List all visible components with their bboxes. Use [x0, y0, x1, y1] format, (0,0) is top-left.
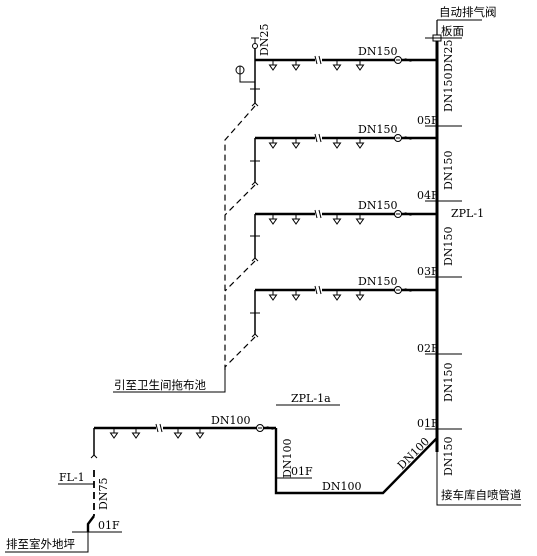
riser-zpl-1 — [432, 19, 482, 452]
zpl-1a-label: ZPL-1a — [291, 392, 331, 405]
auto-vent-valve-label: 自动排气阀 — [439, 5, 497, 19]
branch-dn150-label: DN150 — [358, 199, 397, 212]
branch-dn150-label: DN150 — [358, 45, 397, 58]
riser-dn150-label: DN150 — [442, 227, 455, 266]
outdoor-label: 排至室外地坪 — [6, 537, 75, 551]
branch-05f — [250, 133, 437, 186]
mop-sink-leader — [113, 370, 226, 393]
roof-label: 板面 — [441, 24, 464, 38]
branch-roof — [235, 37, 437, 107]
dn100-branch-label: DN100 — [211, 414, 250, 427]
dn25-branch-label: DN25 — [258, 24, 271, 56]
branch-dn150-label: DN150 — [358, 123, 397, 136]
dn25-vent-label: DN25 — [442, 40, 455, 72]
branch-03f — [250, 285, 437, 338]
floor-label-01f-zpl1a: 01F — [291, 465, 313, 478]
branch-dn150-label: DN150 — [358, 275, 397, 288]
riser-dn150-label: DN150 — [442, 73, 455, 112]
dn100-branch — [90, 423, 276, 459]
riser-dn150-label: DN150 — [442, 437, 455, 476]
mop-sink-label: 引至卫生间拖布池 — [114, 378, 206, 392]
garage-sprinkler-label: 接车库自喷管道 — [441, 488, 522, 502]
floor-label-02f: 02F — [417, 342, 439, 355]
dn100-vertical-label: DN100 — [281, 439, 294, 478]
floor-label-03f: 03F — [417, 265, 439, 278]
outdoor-leader — [5, 532, 89, 553]
floor-level-ticks — [425, 37, 462, 430]
riser-dn150-label: DN150 — [442, 151, 455, 190]
dn100-horizontal-label: DN100 — [322, 480, 361, 493]
fl-1-outlet — [86, 515, 95, 532]
floor-label-01f: 01F — [417, 417, 439, 430]
garage-feed-pipe — [274, 428, 438, 495]
dn100-diagonal-label: DN100 — [395, 435, 432, 472]
branch-04f — [250, 209, 437, 262]
floor-label-01f-fl1: 01F — [98, 519, 120, 532]
fl-1-label: FL-1 — [59, 471, 85, 484]
drain-dashed-lines — [224, 105, 256, 370]
zpl-1-label: ZPL-1 — [451, 207, 484, 220]
garage-leader — [436, 452, 521, 506]
dn75-label: DN75 — [97, 478, 110, 510]
floor-label-04f: 04F — [417, 189, 439, 202]
floor-label-05f: 05F — [417, 114, 439, 127]
riser-dn150-label: DN150 — [442, 363, 455, 402]
